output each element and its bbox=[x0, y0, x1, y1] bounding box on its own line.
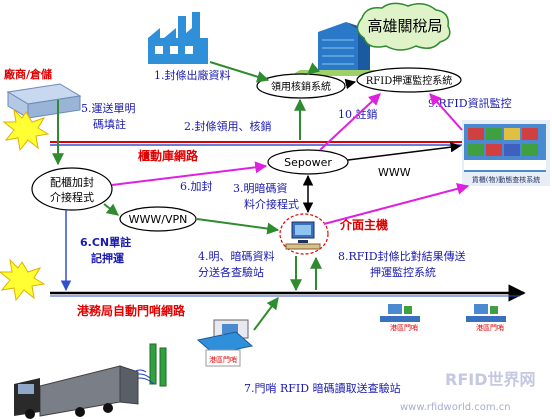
step-4-label-line2: 分送各查驗站 bbox=[198, 265, 264, 279]
sepower-node: Sepower bbox=[267, 149, 349, 175]
step-5-label-line2: 碼填註 bbox=[93, 117, 126, 131]
rfid-monitor-system: RFID押運監控系統 bbox=[356, 67, 462, 93]
watermark-title: RFID世界网 bbox=[445, 370, 536, 389]
gate-station-icon: 港區門哨 bbox=[380, 304, 420, 332]
svg-text:介接程式: 介接程式 bbox=[50, 191, 94, 204]
arrow-relay-vpn bbox=[103, 203, 119, 216]
interface-host-label: 介面主機 bbox=[339, 217, 388, 232]
step-9-label: 9.RFID資訊監控 bbox=[428, 96, 512, 110]
step-4-label-line1: 4.明、暗碼資料 bbox=[198, 249, 275, 263]
arrow-step-6 bbox=[111, 161, 268, 186]
manufacturer-label: 廠商/倉儲 bbox=[4, 67, 52, 81]
gate-network-label: 港務局自動門哨網路 bbox=[77, 303, 186, 318]
arrow-seal-rfid bbox=[344, 78, 357, 90]
gate-station-icon: 港區門哨 bbox=[466, 304, 506, 332]
svg-text:高雄關稅局: 高雄關稅局 bbox=[367, 17, 442, 35]
container-yard-image: 貨櫃(物)動態查核系統 bbox=[462, 120, 550, 186]
arrow-step-1 bbox=[209, 61, 270, 83]
warehouse-icon bbox=[6, 83, 82, 119]
www-vpn-node: WWW/VPN bbox=[119, 206, 197, 232]
svg-text:配櫃加封: 配櫃加封 bbox=[50, 175, 94, 189]
starburst-icon bbox=[2, 108, 50, 152]
svg-text:WWW/VPN: WWW/VPN bbox=[129, 213, 188, 226]
gate-reader-station: 港區門哨 bbox=[196, 319, 254, 367]
step-5-label-line1: 5.運送單明 bbox=[81, 101, 136, 115]
step-3-label-line2: 料介接程式 bbox=[244, 197, 299, 211]
step-8-label-line1: 8.RFID封條比對結果傳送 bbox=[338, 249, 466, 263]
seal-relay-program: 配櫃加封 介接程式 bbox=[31, 167, 113, 211]
interface-host-computer bbox=[279, 213, 329, 255]
arrow-step-7 bbox=[253, 297, 279, 331]
arrow-step-9 bbox=[429, 93, 463, 131]
step-7-label: 7.門哨 RFID 暗碼讀取送查驗站 bbox=[244, 381, 401, 395]
svg-text:RFID押運監控系統: RFID押運監控系統 bbox=[366, 74, 452, 87]
arrow-step-10 bbox=[319, 93, 381, 151]
step-8-label-line2: 押運監控系統 bbox=[370, 265, 436, 279]
step-6cn-label-line1: 6.CN單註 bbox=[80, 235, 131, 249]
step-1-label: 1.封條出廠資料 bbox=[154, 68, 231, 82]
step-6-label: 6.加封 bbox=[180, 179, 213, 193]
svg-text:Sepower: Sepower bbox=[284, 156, 332, 169]
warehouse-network-label: 櫃動庫網路 bbox=[138, 148, 199, 163]
arrow-sepower-container bbox=[347, 141, 462, 161]
factory-icon bbox=[148, 12, 208, 64]
seal-management-system: 領用核銷系統 bbox=[256, 73, 346, 99]
step-3-label-line1: 3.明暗碼資 bbox=[233, 181, 288, 195]
arrow-step-8 bbox=[323, 182, 470, 225]
customs-office-label: 高雄關稅局 bbox=[356, 2, 451, 51]
step-2-label: 2.封條領用、核銷 bbox=[184, 119, 272, 133]
svg-text:貨櫃(物)動態查核系統: 貨櫃(物)動態查核系統 bbox=[472, 175, 540, 184]
step-6cn-label-line2: 記押運 bbox=[91, 251, 125, 265]
arrow-customs-seal bbox=[307, 62, 321, 75]
container-truck-icon bbox=[14, 365, 139, 419]
watermark-url: www.rfidworld.com.cn bbox=[400, 402, 511, 413]
rfid-antenna-icon bbox=[149, 343, 167, 387]
svg-text:港區門哨: 港區門哨 bbox=[209, 355, 237, 364]
svg-text:領用核銷系統: 領用核銷系統 bbox=[271, 80, 331, 93]
gate-label-1: 港區門哨 bbox=[390, 323, 418, 332]
starburst-icon bbox=[0, 258, 46, 302]
www-label: WWW bbox=[378, 166, 411, 179]
gate-label-2: 港區門哨 bbox=[476, 323, 504, 332]
arrow-vpn-host bbox=[196, 218, 280, 235]
